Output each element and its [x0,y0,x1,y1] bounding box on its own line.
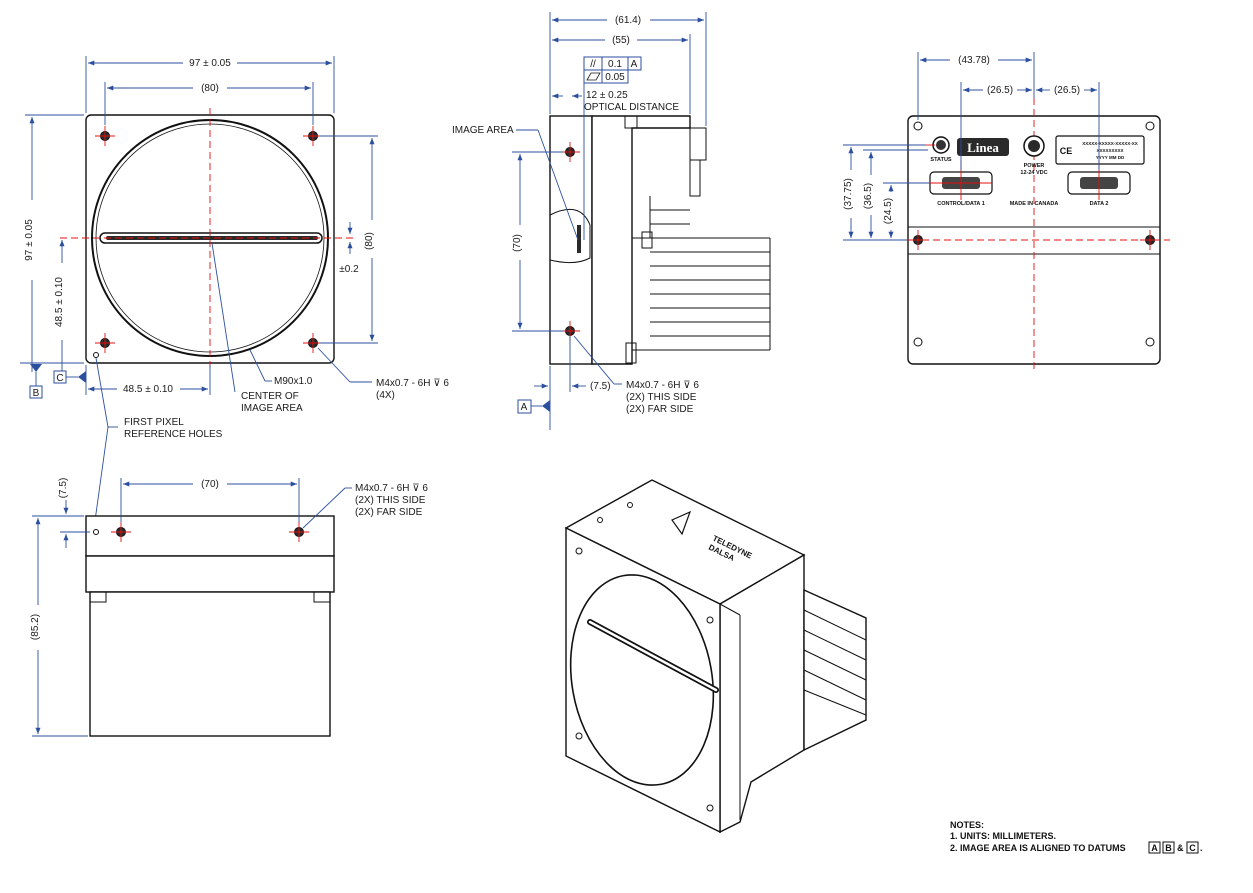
side-hole-note-line1: M4x0.7 - 6H ⊽ 6 [626,380,699,391]
side-body [591,115,691,365]
notes-ampersand: & [1177,843,1184,853]
notes-line2-prefix: 2. IMAGE AREA IS ALIGNED TO DATUMS [950,843,1126,853]
parallelism-value: 0.1 [608,59,622,70]
made-in-label: MADE IN CANADA [1010,201,1059,207]
parallelism-frame: // 0.1 A [583,56,642,71]
parallelism-datum: A [631,59,638,70]
bottom-hole-note-line2: (2X) THIS SIDE [355,495,426,506]
iso-lens-mount [569,574,715,786]
notes-datum-c: C [1189,843,1196,853]
bottom-height-dim: (85.2) [30,614,41,640]
back-dim-top-right: (26.5) [1054,85,1080,96]
front-view: 97 ± 0.05 (80) 97 ± 0.05 48.5 ± 0.10 B C… [20,56,449,414]
iso-front-face [565,526,721,834]
bottom-view: (70) (7.5) (85.2) M4x0.7 - 6H ⊽ 6 (2X) T… [30,478,428,737]
back-dim-left-inner: (24.5) [883,198,894,224]
side-overall-length-dim: (61.4) [615,15,641,26]
image-area-label: IMAGE AREA [452,125,514,136]
datum-c-box [53,370,67,384]
optical-distance-value: 12 ± 0.25 [586,90,628,101]
notes-title: NOTES: [950,820,984,830]
reference-holes-callout: FIRST PIXEL REFERENCE HOLES [93,357,223,529]
front-tolerance-dim: ±0.2 [339,264,359,275]
reference-hole-icon [93,352,99,358]
side-front-plate [549,115,593,365]
front-half-width-dim: 48.5 ± 0.10 [123,384,173,395]
notes-line1: 1. UNITS: MILLIMETERS. [950,831,1056,841]
serial-label-plate [1055,135,1145,165]
front-hole-spacing-top: (80) [201,83,219,94]
front-hole-note-line1: M4x0.7 - 6H ⊽ 6 [376,378,449,389]
logo-text: Linea [967,140,999,155]
power-label-line2: 12-24 VDC [1020,170,1047,176]
datum-a-label: A [521,402,528,413]
flatness-icon [586,72,601,81]
front-height-dim: 97 ± 0.05 [24,219,35,261]
sensor-line [106,236,318,240]
back-dim-left-mid: (36.5) [863,183,874,209]
side-heatsink-fins [632,196,771,351]
side-hole-spacing-dim: (70) [512,234,523,252]
bottom-hole-note-line3: (2X) FAR SIDE [355,507,423,518]
logo-plate [957,138,1009,156]
center-label-line2: IMAGE AREA [241,403,303,414]
status-label: STATUS [930,157,952,163]
back-dim-top-left: (43.78) [958,55,990,66]
side-body-length-dim: (55) [612,35,630,46]
back-dim-top-mid: (26.5) [987,85,1013,96]
reference-holes-line1: FIRST PIXEL [124,417,184,428]
center-label-line1: CENTER OF [241,391,299,402]
control-data1-label: CONTROL/DATA 1 [937,201,985,207]
notes-datum-a: A [1151,843,1158,853]
iso-heatsink [803,588,867,752]
bottom-hole-spacing-dim: (70) [201,479,219,490]
notes-block: NOTES: 1. UNITS: MILLIMETERS. 2. IMAGE A… [950,820,1203,854]
thread-note: M90x1.0 [274,376,313,387]
bottom-heatsink-block [89,591,331,737]
back-dim-left-outer: (37.75) [843,178,854,210]
front-hole-note-line2: (4X) [376,390,395,401]
flatness-value: 0.05 [605,72,625,83]
serial-line3: YYYY MM DD [1096,155,1125,160]
serial-line2: XXXXXXXXX [1096,148,1123,153]
bottom-top-plate [85,515,335,557]
front-half-height-dim: 48.5 ± 0.10 [54,277,65,327]
serial-line1: XXXXX-XXXXX-XXXXX-XX [1082,141,1138,146]
datum-c-label: C [56,373,63,384]
bottom-hole-note-line1: M4x0.7 - 6H ⊽ 6 [355,483,428,494]
datum-b-label: B [33,388,40,399]
power-label-line1: POWER [1024,163,1045,169]
side-view: (61.4) (55) // 0.1 A 0.05 12 ± 0.25 OPTI… [452,12,771,430]
ce-mark: CE [1060,146,1073,156]
optical-distance-label: OPTICAL DISTANCE [584,102,679,113]
front-hole-spacing-right: (80) [364,232,375,250]
iso-right-face [719,553,805,834]
side-hole-note-line2: (2X) THIS SIDE [626,392,697,403]
reference-holes-line2: REFERENCE HOLES [124,429,223,440]
parallelism-symbol: // [590,59,596,70]
data2-label: DATA 2 [1090,201,1109,207]
flatness-frame: 0.05 [583,69,629,84]
front-width-dim: 97 ± 0.05 [189,58,231,69]
side-hole-note-line3: (2X) FAR SIDE [626,404,694,415]
side-hole-offset-dim: (7.5) [590,381,611,392]
bottom-mid-band [85,555,335,593]
back-view: STATUS Linea POWER 12-24 VDC CE XXXXX-XX… [843,52,1170,372]
notes-line2-suffix: . [1200,843,1203,853]
brand-logo-icon [671,510,692,536]
datum-a-box [517,399,532,414]
isometric-view: TELEDYNE DALSA [564,479,867,834]
bottom-hole-offset-dim: (7.5) [58,478,69,499]
notes-datum-b: B [1165,843,1172,853]
